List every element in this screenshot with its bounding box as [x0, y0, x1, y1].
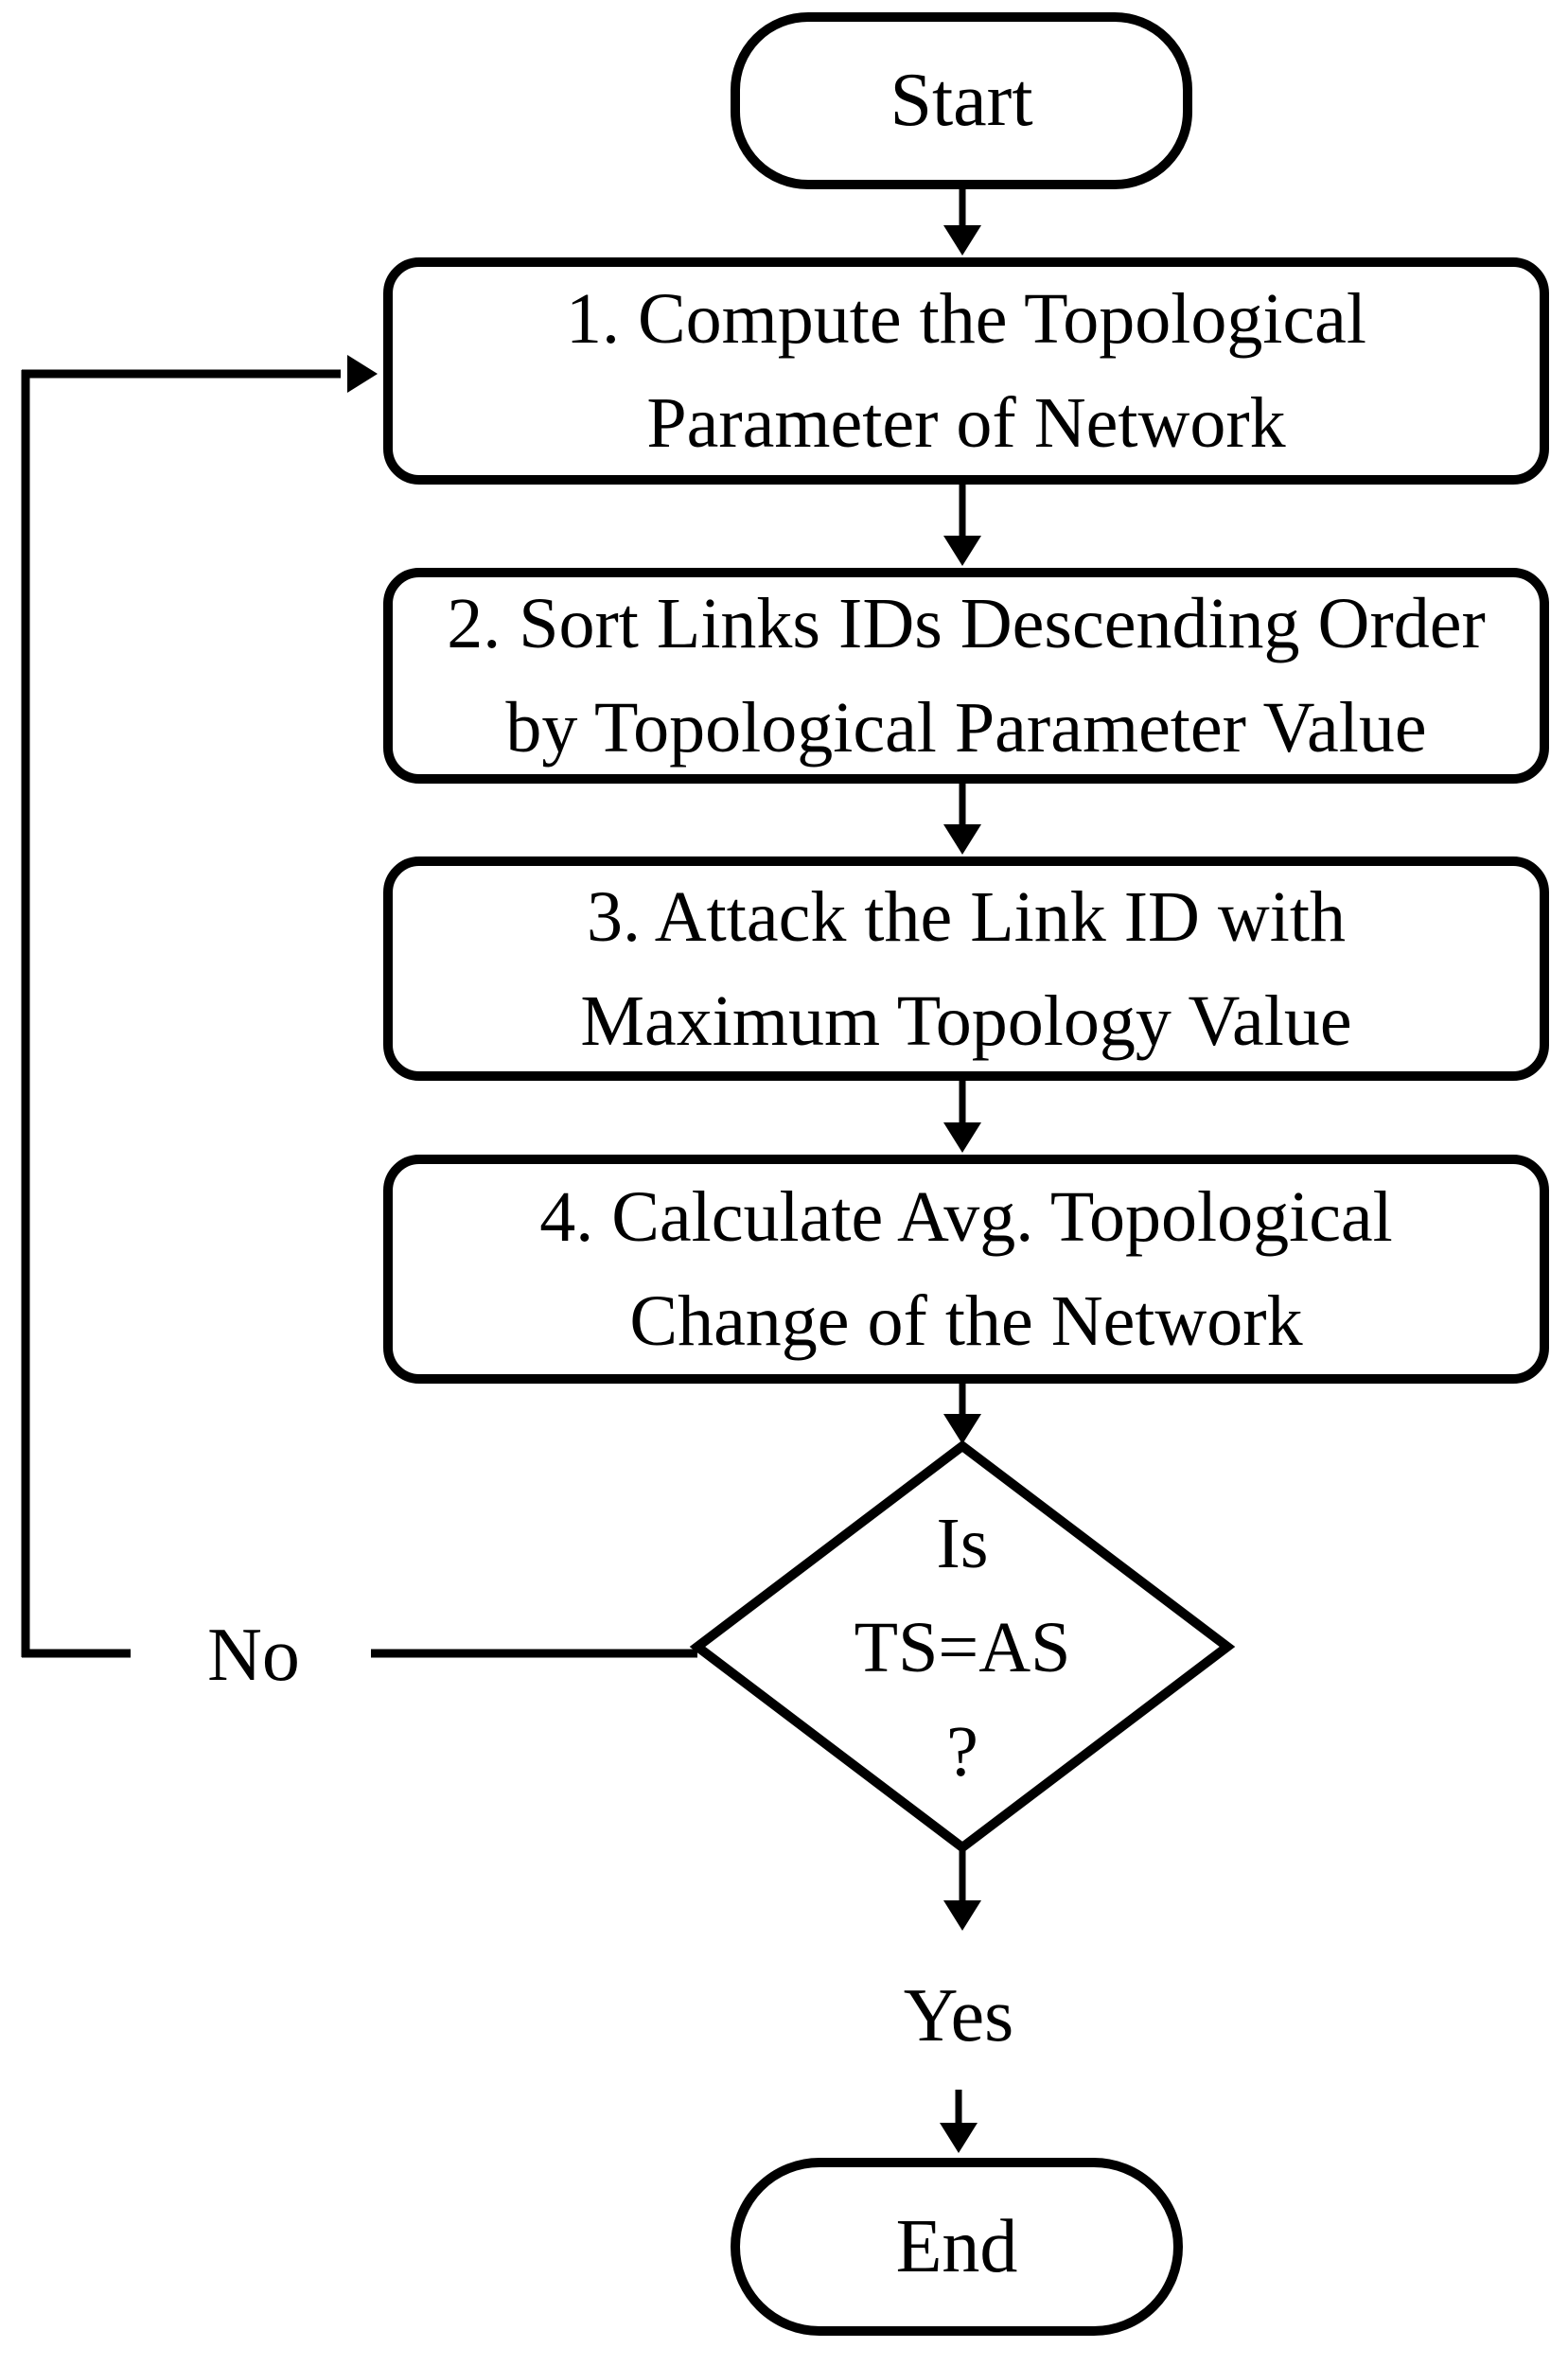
edge-yes-to-end [940, 2090, 978, 2153]
edge-start-to-step1 [943, 189, 981, 256]
start-terminator: Start [731, 12, 1192, 189]
edge-step4-to-decision [943, 1384, 981, 1444]
edge-decision-to-yes [943, 1847, 981, 1931]
step2-line2: by Topological Parameter Value [505, 688, 1427, 768]
no-edge-label: No [178, 1606, 329, 1705]
process-box-step1: 1. Compute the Topological Parameter of … [383, 257, 1549, 485]
process-box-step2: 2. Sort Links IDs Descending Order by To… [383, 568, 1549, 784]
end-label: End [895, 2204, 1018, 2288]
step3-line2: Maximum Topology Value [580, 980, 1352, 1061]
step1-line2: Parameter of Network [646, 383, 1286, 463]
decision-line2: TS=AS [854, 1607, 1071, 1687]
step4-line2: Change of the Network [629, 1281, 1303, 1361]
edge-step3-to-step4 [943, 1081, 981, 1153]
arrowhead-icon [347, 355, 378, 393]
step2-line1: 2. Sort Links IDs Descending Order [447, 584, 1486, 663]
step3-line1: 3. Attack the Link ID with [586, 876, 1347, 957]
process-box-step4: 4. Calculate Avg. Topological Change of … [383, 1155, 1549, 1384]
yes-edge-label: Yes [864, 1969, 1053, 2063]
edge-step1-to-step2 [943, 485, 981, 566]
arrowhead-icon [940, 2123, 978, 2153]
step1-line1: 1. Compute the Topological [565, 279, 1367, 359]
decision-line3: ? [946, 1711, 978, 1792]
decision-label: Is TS=AS ? [820, 1493, 1104, 1801]
arrowhead-icon [943, 1414, 981, 1444]
edge-no-feedback-loop [21, 355, 697, 1658]
step4-line1: 4. Calculate Avg. Topological [539, 1177, 1393, 1257]
arrowhead-icon [943, 225, 981, 256]
end-terminator: End [731, 2158, 1183, 2336]
edge-step2-to-step3 [943, 784, 981, 855]
arrowhead-icon [943, 824, 981, 855]
decision-line1: Is [936, 1503, 989, 1583]
process-box-step3: 3. Attack the Link ID with Maximum Topol… [383, 856, 1549, 1081]
start-label: Start [890, 59, 1033, 142]
arrowhead-icon [943, 1900, 981, 1931]
arrowhead-icon [943, 1122, 981, 1153]
arrowhead-icon [943, 536, 981, 566]
